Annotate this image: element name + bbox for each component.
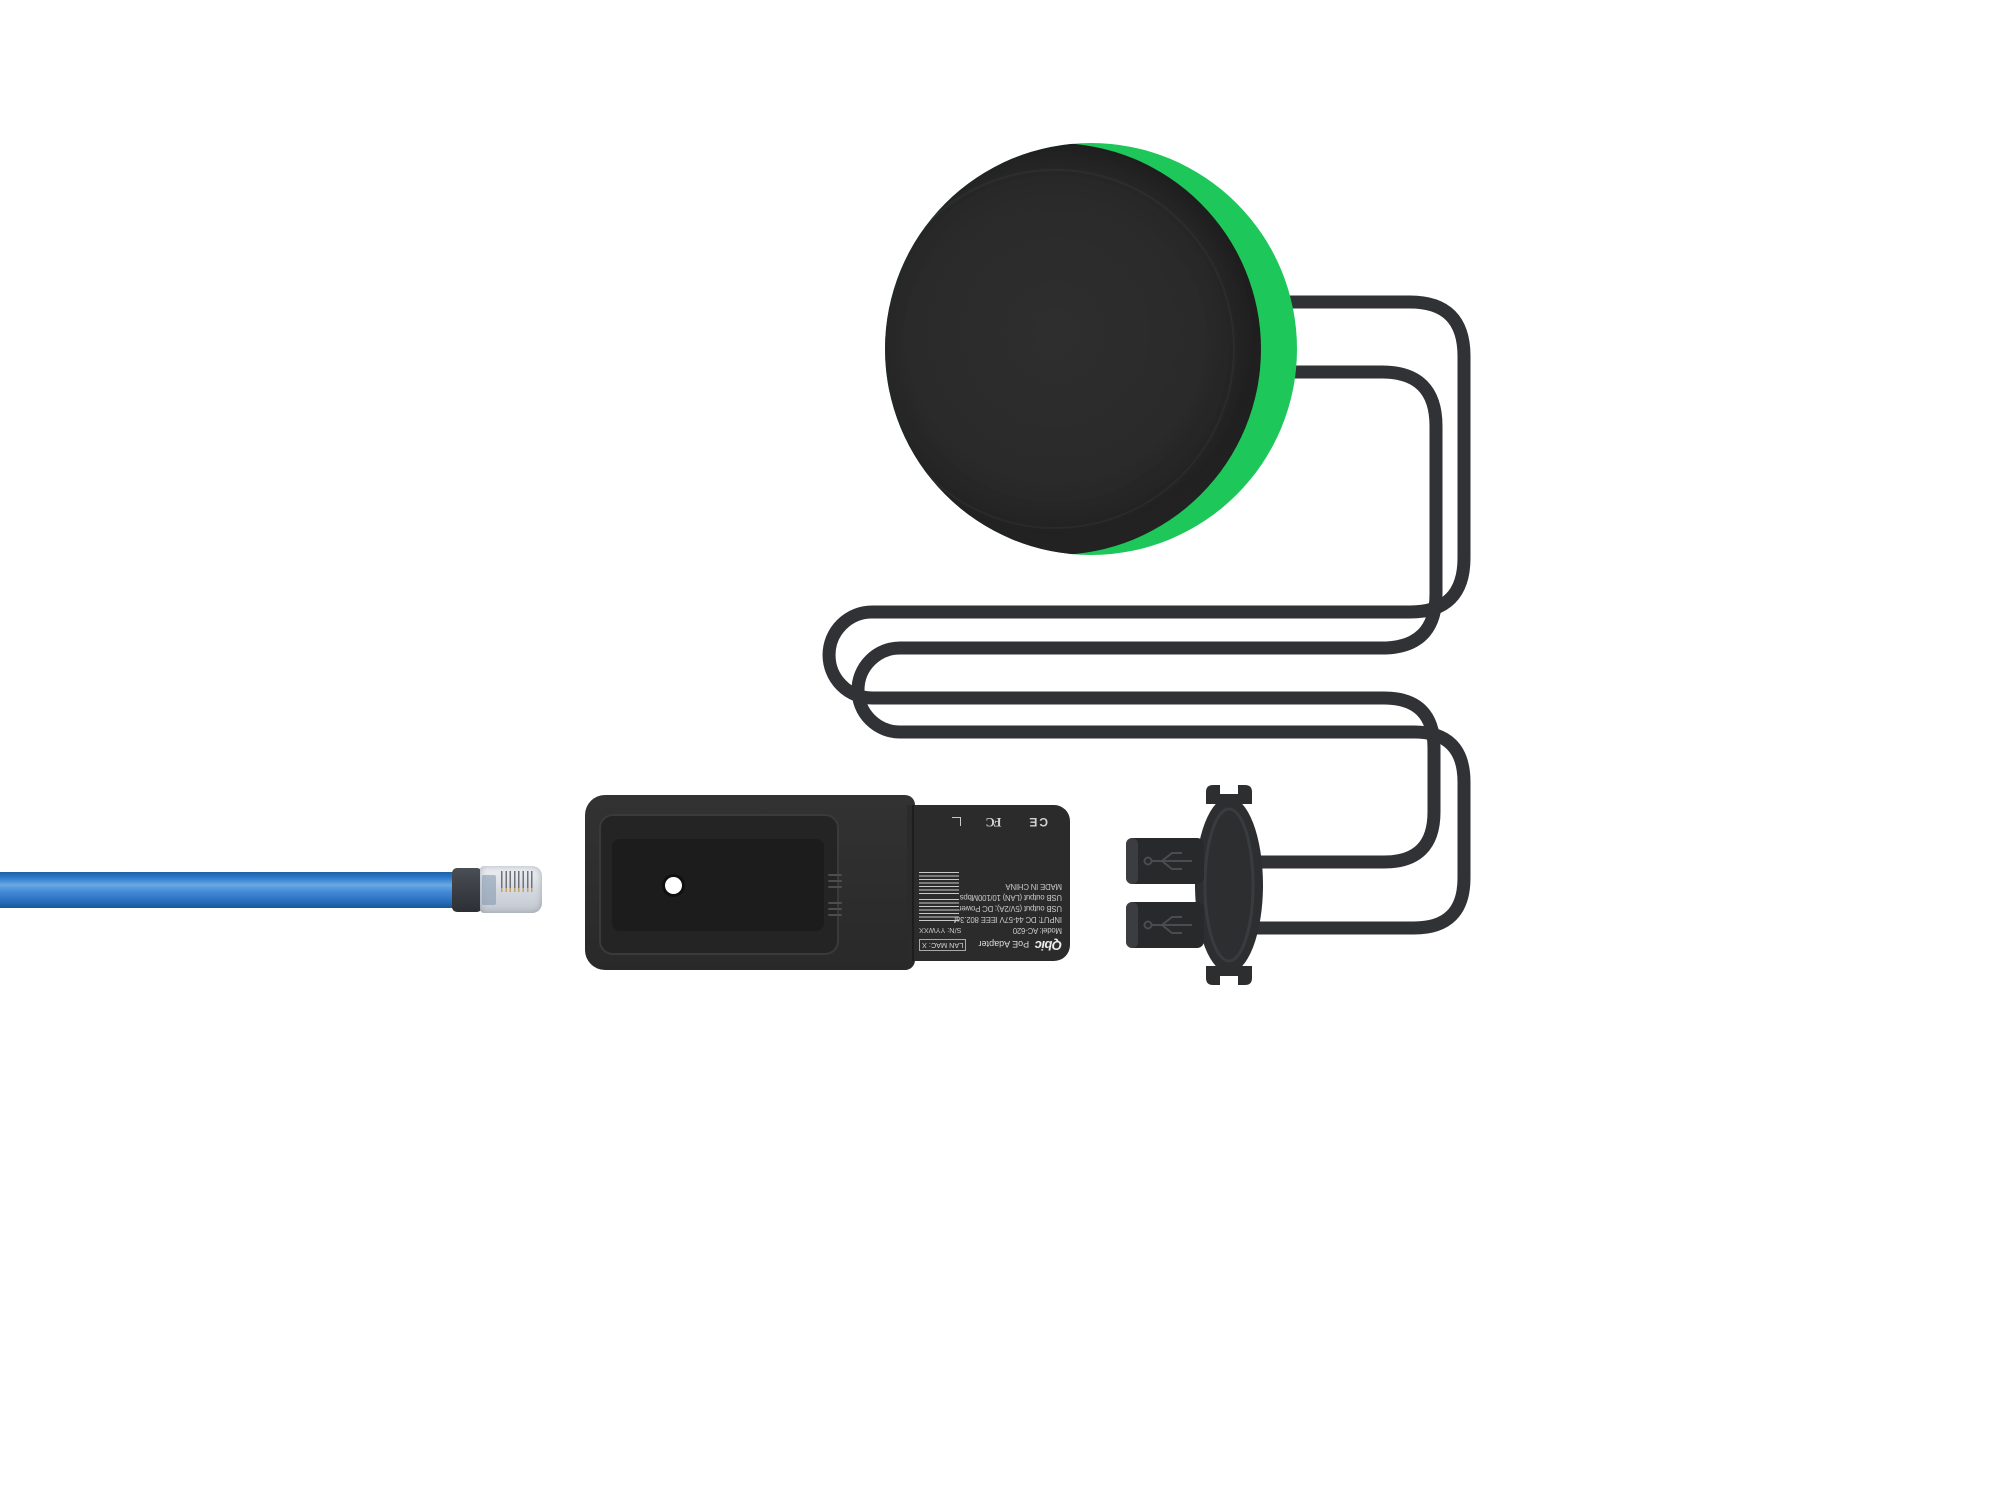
plate-ring xyxy=(1203,807,1255,963)
mount-hole xyxy=(665,877,682,894)
cable-inner xyxy=(851,365,1471,935)
cable-strain-boot xyxy=(452,868,482,912)
plate-bottom-clip xyxy=(1206,966,1252,985)
plate-top-clip-notch xyxy=(1220,785,1238,794)
barcode xyxy=(919,871,959,894)
usb-trident-icon xyxy=(1143,852,1192,870)
rj45-pins xyxy=(501,871,535,888)
cable-outer xyxy=(822,295,1471,869)
fcc-mark: FC xyxy=(986,815,1002,830)
rj45-cable-end xyxy=(482,875,496,905)
puck-top-surface xyxy=(885,143,1261,555)
ethernet-cable xyxy=(0,872,458,908)
slot-inner xyxy=(612,839,824,931)
cable-connector-plate xyxy=(1195,785,1263,985)
plate-top-clip xyxy=(1206,785,1252,804)
product-name: PoE Adapter xyxy=(978,939,1030,949)
seam-line xyxy=(912,805,914,961)
ce-mark: CE xyxy=(1027,815,1048,829)
plate-bottom-clip-notch xyxy=(1220,976,1238,985)
spec-label: Qbic PoE Adapter Model: AC-620 INPUT: DC… xyxy=(919,813,1062,953)
corner-mark-icon xyxy=(951,817,961,827)
usb-plug-bottom xyxy=(1126,902,1204,948)
adapter-cradle xyxy=(585,795,915,970)
adapter-body: Qbic PoE Adapter Model: AC-620 INPUT: DC… xyxy=(907,805,1070,961)
grip-lines xyxy=(828,902,842,916)
lan-mac-box: LAN MAC: X xyxy=(919,939,967,951)
usb-trident-icon xyxy=(1143,916,1192,934)
usb-plug-top xyxy=(1126,838,1204,884)
grip-lines xyxy=(828,874,842,888)
usb-plugs xyxy=(1126,838,1204,948)
device-slot xyxy=(599,814,839,955)
rj45-connector xyxy=(480,866,542,913)
puck-device xyxy=(885,143,1297,555)
rj45-gold-contacts xyxy=(501,888,535,892)
power-cables xyxy=(822,295,1471,935)
poe-adapter-module: Qbic PoE Adapter Model: AC-620 INPUT: DC… xyxy=(585,795,1070,970)
brand-logo: Qbic xyxy=(1035,938,1062,953)
barcode xyxy=(919,898,959,921)
serial-number: S/N: YYWXX xyxy=(919,926,962,935)
plate-body xyxy=(1195,797,1263,973)
certification-row: CE FC xyxy=(919,813,1062,831)
label-codes-block: LAN MAC: X S/N: YYWXX xyxy=(919,871,967,953)
